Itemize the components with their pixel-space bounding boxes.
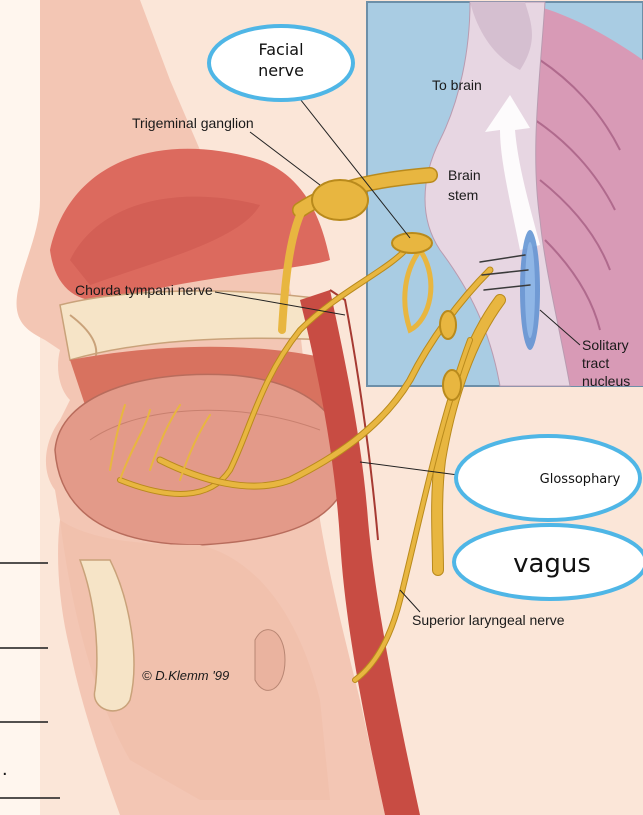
brain-stem-label-1: Brain — [448, 167, 481, 183]
chorda-tympani-label: Chorda tympani nerve — [75, 282, 213, 298]
solitary-label-2: tract — [582, 355, 609, 371]
hyoid — [255, 630, 285, 691]
trigeminal-ganglion-label: Trigeminal ganglion — [132, 115, 254, 131]
tongue — [55, 374, 350, 545]
answer-dot: . — [2, 758, 8, 780]
solitary-label-1: Solitary — [582, 337, 629, 353]
to-brain-label: To brain — [432, 77, 482, 93]
vagus-callout-text: vagus — [513, 549, 591, 579]
superior-laryngeal-label: Superior laryngeal nerve — [412, 612, 565, 628]
vagus-ganglion — [443, 370, 461, 400]
facial-callout-line-2: nerve — [258, 61, 304, 80]
credit-label: © D.Klemm '99 — [142, 668, 229, 683]
brain-stem-label-2: stem — [448, 187, 478, 203]
solitary-label-3: nucleus — [582, 373, 630, 389]
glossopharyngeal-ganglion — [440, 311, 456, 339]
glossopharyngeal-callout-text: Glossophary — [540, 472, 621, 487]
facial-callout-line-1: Facial — [258, 40, 303, 59]
geniculate-ganglion — [392, 233, 432, 253]
trigeminal-ganglion — [312, 180, 368, 220]
solitary-tract-nucleus-core — [525, 242, 535, 338]
